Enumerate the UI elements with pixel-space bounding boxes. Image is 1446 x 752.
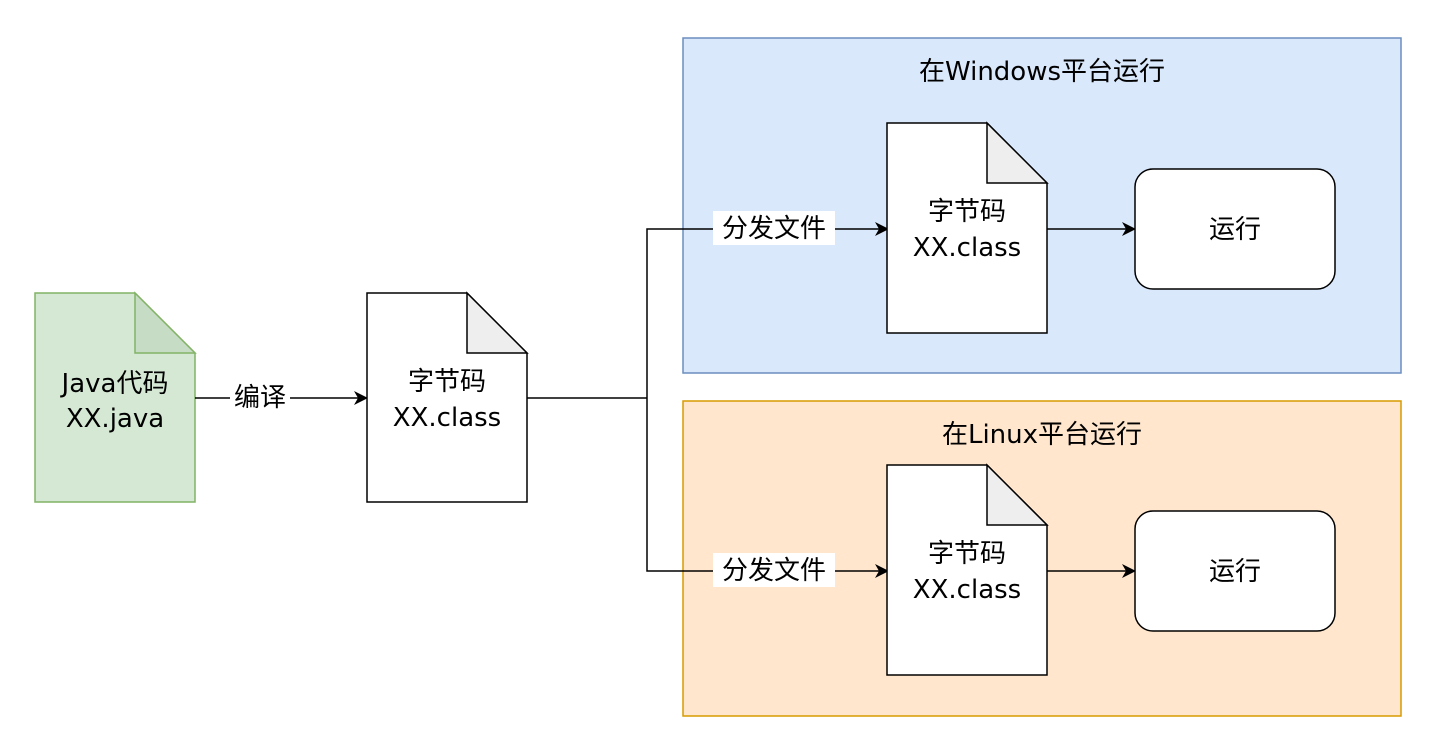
windows-bytecode-document: 字节码 XX.class: [886, 121, 1049, 334]
java-source-line1: Java代码: [60, 369, 169, 399]
windows-distribute-label: 分发文件: [722, 214, 826, 244]
linux-bytecode-document: 字节码 XX.class: [886, 463, 1049, 676]
linux-bytecode-line2: XX.class: [913, 575, 1021, 605]
windows-bytecode-line1: 字节码: [928, 197, 1006, 227]
linux-platform-title: 在Linux平台运行: [942, 420, 1142, 450]
windows-run-box: [1134, 168, 1336, 290]
linux-run-label: 运行: [1209, 557, 1261, 587]
bytecode-document: 字节码 XX.class: [366, 291, 529, 503]
java-source-line2: XX.java: [66, 404, 164, 434]
java-source-document: Java代码 XX.java: [34, 291, 197, 503]
bytecode-line2: XX.class: [393, 403, 501, 433]
bytecode-line1: 字节码: [408, 367, 486, 397]
linux-bytecode-line1: 字节码: [928, 539, 1006, 569]
windows-platform-title: 在Windows平台运行: [919, 57, 1165, 87]
windows-run-label: 运行: [1209, 215, 1261, 245]
linux-distribute-label: 分发文件: [722, 556, 826, 586]
windows-bytecode-line2: XX.class: [913, 233, 1021, 263]
compile-label: 编译: [234, 383, 286, 413]
linux-run-box: [1134, 510, 1336, 632]
